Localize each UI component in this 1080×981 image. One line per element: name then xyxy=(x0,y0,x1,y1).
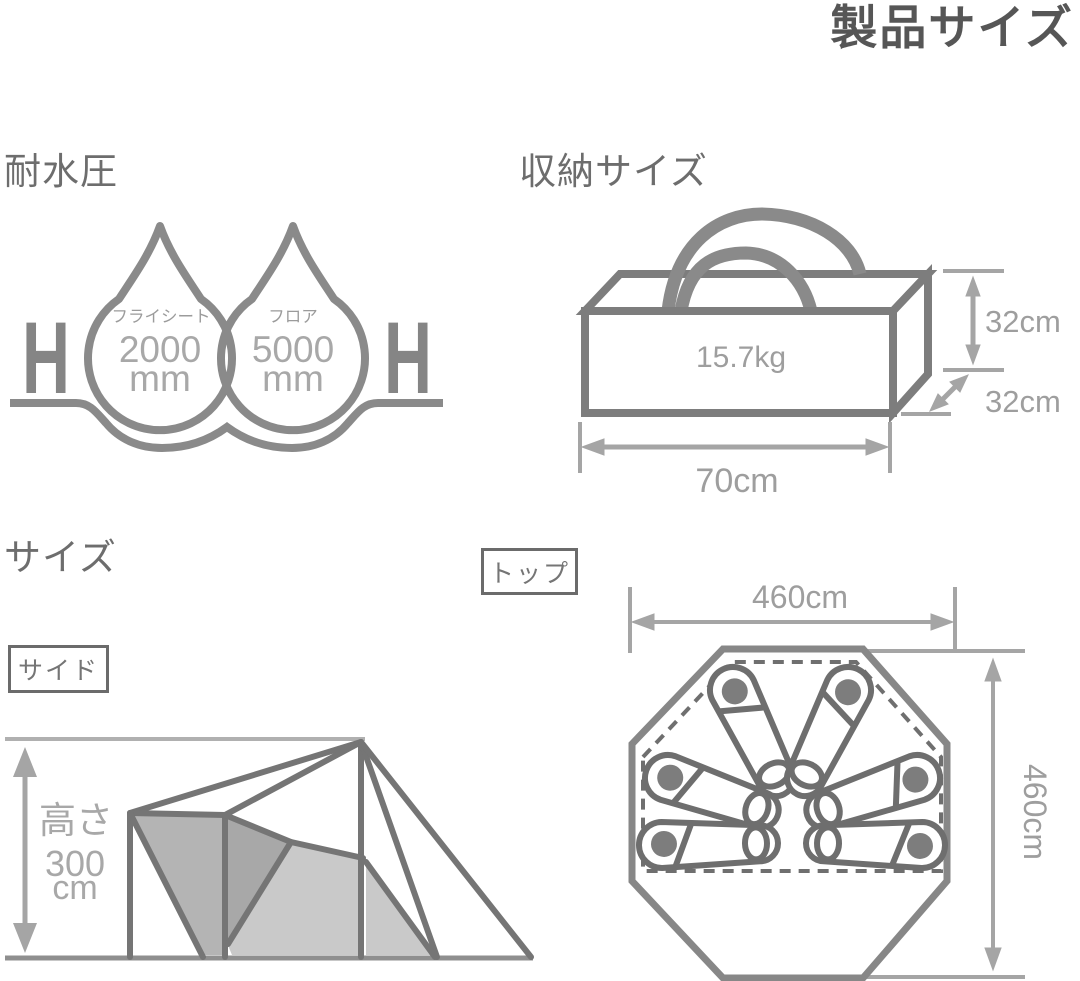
size-heading: サイズ xyxy=(4,537,117,578)
water-drop-floor xyxy=(217,222,369,435)
top-view-tag-label: トップ xyxy=(488,559,570,588)
h-letter-right: H xyxy=(384,301,432,415)
top-view-tag: トップ xyxy=(481,548,578,595)
topview-dimensions xyxy=(628,587,1025,979)
diagonal-left xyxy=(127,810,206,960)
height-arrow-down xyxy=(13,923,37,953)
water-drop-flysheet xyxy=(84,222,236,435)
topview-width-value: 460cm xyxy=(752,579,848,615)
bag-top-face xyxy=(575,270,938,315)
bag-back-handle xyxy=(661,207,867,312)
tent-frame-lines xyxy=(127,739,534,960)
water-baseline-curve xyxy=(10,399,443,453)
water-resistance-diagram: H H フライシート 2000 mm フロア 5000 mm xyxy=(10,222,443,453)
sleeping-bag-bottom-right xyxy=(806,820,946,868)
water-resistance-heading: 耐水圧 xyxy=(4,151,118,192)
floor-value: 5000 xyxy=(252,329,334,370)
storage-dimensions xyxy=(578,269,1004,473)
height-dimension xyxy=(13,747,37,953)
panel-main-light xyxy=(227,842,363,955)
height-unit: cm xyxy=(52,869,97,907)
ridge-left-to-peak xyxy=(127,739,364,816)
storage-size-heading: 収納サイズ xyxy=(519,151,708,192)
bag-width-value: 70cm xyxy=(695,462,778,500)
panel-mid-dark xyxy=(225,815,291,944)
floor-unit: mm xyxy=(262,358,324,399)
height-dim-arrow-up xyxy=(965,275,981,297)
tent-shaded-panels xyxy=(130,813,435,955)
bag-depth-value: 32cm xyxy=(985,384,1061,419)
height-value: 300 xyxy=(45,843,105,884)
depth-dim-line xyxy=(941,385,957,401)
width-dim-arrow-right xyxy=(865,438,890,456)
flysheet-unit: mm xyxy=(129,358,191,399)
depth-dim-arrow-up xyxy=(949,374,969,393)
tent-side-view: 高さ 300 cm xyxy=(5,737,534,961)
page-title: 製品サイズ xyxy=(830,1,1074,54)
tent-floor-dashed-outline xyxy=(641,660,943,873)
side-view-tag-label: サイド xyxy=(17,657,99,685)
width-arrow-left xyxy=(630,613,655,631)
diagonal-mid xyxy=(225,839,294,947)
ridge-mid-to-peak xyxy=(222,739,364,818)
h-letter-left: H xyxy=(22,301,70,415)
storage-bag-diagram: 15.7kg 32cm 32cm 70cm xyxy=(575,207,1061,500)
flysheet-value: 2000 xyxy=(119,329,201,370)
depth-arrow-up xyxy=(984,657,1002,682)
depth-arrow-down xyxy=(984,947,1002,972)
floor-label: フロア xyxy=(268,308,318,326)
depth-dim-arrow-down xyxy=(929,393,949,412)
guy-line-outer xyxy=(358,739,534,960)
bag-height-value: 32cm xyxy=(985,304,1061,339)
panel-right-edge xyxy=(363,859,438,960)
tent-top-view: 460cm 460cm xyxy=(628,579,1053,981)
panel-left xyxy=(130,813,225,955)
height-arrow-up xyxy=(13,747,37,777)
flysheet-label: フライシート xyxy=(112,308,211,326)
width-arrow-right xyxy=(930,613,955,631)
bag-weight: 15.7kg xyxy=(696,341,786,374)
width-dim-arrow-left xyxy=(580,438,605,456)
height-label: 高さ xyxy=(39,800,113,841)
tent-octagon-outline xyxy=(628,645,951,981)
bag-front-handle xyxy=(674,246,818,313)
eave-left xyxy=(127,810,228,818)
height-dim-arrow-down xyxy=(965,344,981,366)
side-view-tag: サイド xyxy=(8,645,109,693)
bag-front-face xyxy=(581,307,897,417)
guy-line-inner xyxy=(358,739,440,960)
sleeping-bag-bottom-left xyxy=(639,820,779,868)
topview-depth-value: 460cm xyxy=(1017,764,1053,860)
